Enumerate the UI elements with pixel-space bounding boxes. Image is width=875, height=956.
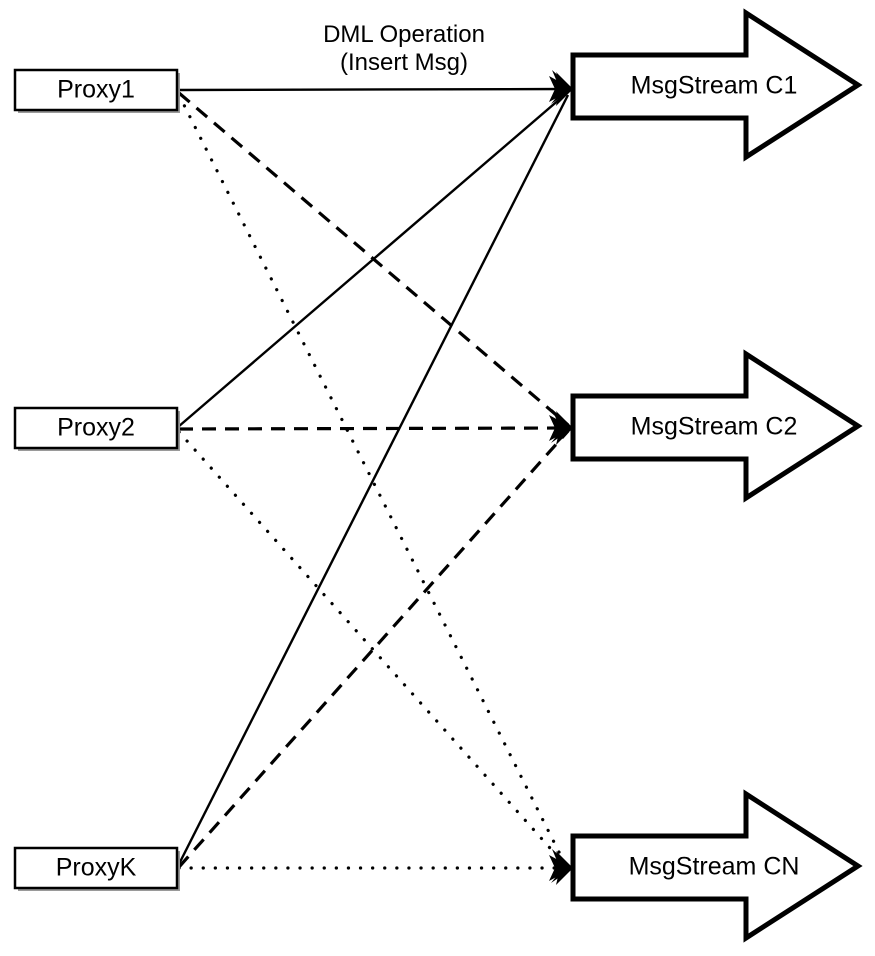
arrowhead-into-stream-c2-alt2 — [551, 411, 573, 443]
proxy-node-proxy2[interactable]: Proxy2 — [13, 406, 180, 451]
link-proxy2-to-stream-c2[interactable] — [178, 426, 569, 431]
proxy1-box[interactable] — [13, 68, 179, 112]
proxy-node-proxy1[interactable]: Proxy1 — [13, 68, 180, 113]
connector-layer — [176, 87, 570, 870]
link-proxyk-to-stream-c2[interactable] — [177, 429, 570, 869]
stream-cn-label: MsgStream CN — [629, 853, 800, 881]
proxyk-label: ProxyK — [56, 854, 137, 882]
link-proxyk-to-stream-c1[interactable] — [176, 94, 570, 867]
proxy-node-proxyk[interactable]: ProxyK — [13, 846, 180, 891]
stream-node-c2[interactable]: MsgStream C2 — [570, 349, 863, 503]
edge-caption-line1: DML Operation — [323, 21, 485, 48]
link-proxy1-to-stream-cn[interactable] — [177, 93, 568, 868]
stream-c1-label: MsgStream C1 — [631, 72, 798, 100]
link-proxy1-to-stream-c1[interactable] — [176, 87, 569, 92]
arrowhead-into-stream-c1-alt2 — [551, 72, 573, 104]
proxyk-box[interactable] — [13, 846, 179, 890]
stream-cn-arrow-shape[interactable] — [570, 789, 863, 943]
proxy1-label: Proxy1 — [57, 76, 135, 104]
edge-caption: DML Operation (Insert Msg) — [323, 21, 485, 76]
link-proxy2-to-stream-cn[interactable] — [177, 430, 568, 868]
stream-c2-arrow-shape[interactable] — [570, 349, 863, 503]
stream-c1-arrow-shape[interactable] — [570, 8, 863, 162]
link-proxy2-to-stream-c1[interactable] — [177, 91, 569, 428]
stream-node-c1[interactable]: MsgStream C1 — [570, 8, 863, 162]
arrowhead-layer — [549, 70, 573, 885]
arrowhead-into-stream-cn-alt2 — [551, 851, 573, 883]
stream-c2-label: MsgStream C2 — [631, 413, 798, 441]
proxy2-label: Proxy2 — [57, 414, 135, 442]
stream-node-cn[interactable]: MsgStream CN — [570, 789, 863, 943]
proxy2-box[interactable] — [13, 406, 179, 450]
edge-caption-line2: (Insert Msg) — [340, 49, 468, 76]
